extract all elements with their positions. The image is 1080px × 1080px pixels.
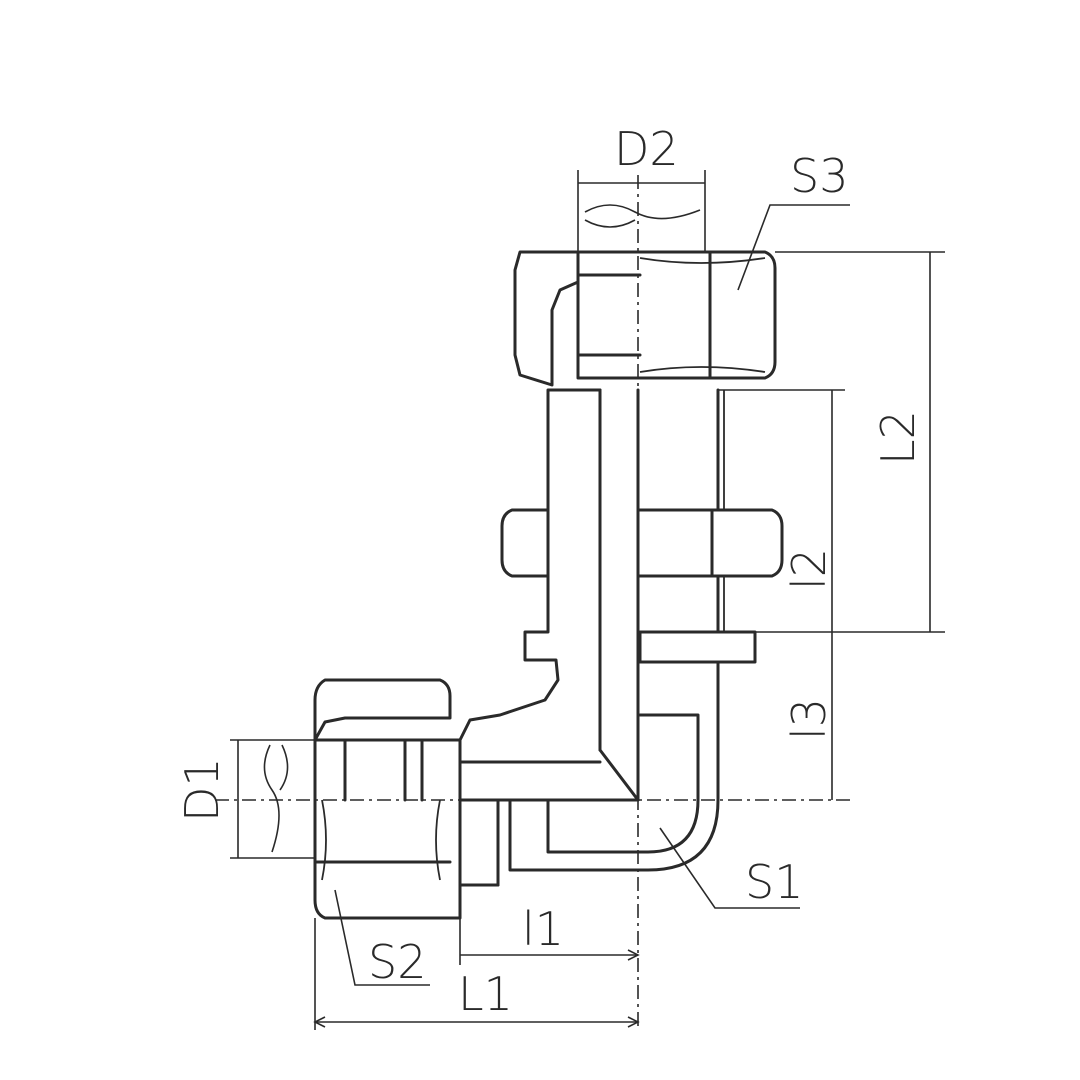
lock-nut-outline [636, 508, 784, 578]
lock-nut-section [500, 508, 550, 578]
left-nut-outline [313, 738, 462, 920]
body-section-hatched [458, 388, 640, 802]
label-s1: S1 [745, 855, 803, 909]
label-l2-lower: l2 [782, 548, 836, 590]
dim-l2-upper [755, 251, 945, 633]
dim-d2 [577, 170, 706, 252]
label-d2: D2 [614, 122, 679, 176]
left-nut [313, 678, 462, 920]
dim-l1-lower [313, 918, 640, 1030]
label-l2-upper: L2 [871, 410, 925, 465]
top-nut-outline [576, 250, 777, 380]
leader-s2 [334, 889, 430, 986]
label-d1: D1 [175, 757, 229, 822]
leader-s1 [659, 827, 800, 909]
elbow-inner-curve [546, 713, 700, 854]
label-l3: l3 [782, 698, 836, 740]
dim-d1 [230, 739, 315, 859]
top-nut-chamfer [639, 257, 766, 373]
elbow-body [458, 388, 757, 887]
flange-collar [638, 630, 757, 664]
label-l1-lower: L1 [458, 967, 513, 1021]
top-nut [513, 250, 777, 387]
leader-s3 [737, 204, 850, 291]
left-nut-section [313, 678, 452, 742]
dim-l2-lower [718, 389, 845, 632]
label-s2: S2 [368, 935, 426, 989]
top-nut-section [513, 250, 580, 387]
dim-l1-upper [459, 885, 640, 965]
left-nut-chamfer [321, 799, 441, 881]
label-s3: S3 [790, 149, 848, 203]
elbow-outer-curve [508, 660, 720, 872]
lock-nut [500, 508, 784, 578]
label-l1-upper: l1 [522, 902, 564, 956]
